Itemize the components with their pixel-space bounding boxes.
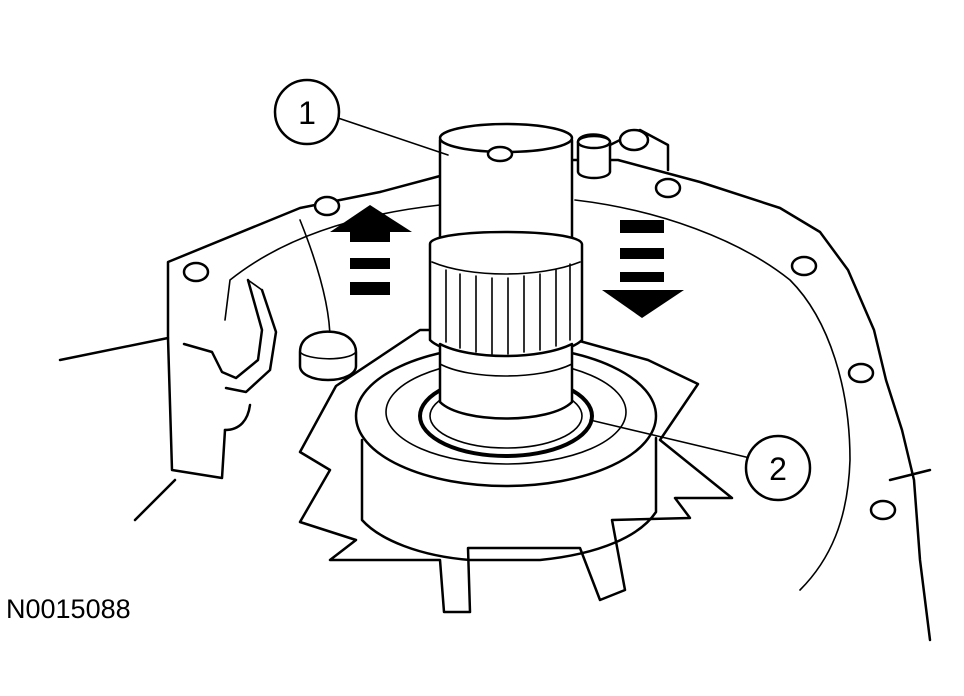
arrow-up-icon — [330, 205, 412, 295]
bracket — [182, 278, 278, 394]
bolt-hole — [182, 261, 210, 283]
callout-2: 2 — [744, 434, 812, 502]
callout-1-leader — [337, 117, 449, 156]
callout-1: 1 — [273, 78, 341, 146]
output-shaft — [428, 122, 584, 420]
callout-2-label: 2 — [769, 451, 787, 487]
dowel-pins — [298, 128, 650, 382]
bolt-hole — [869, 499, 897, 521]
bolt-holes — [182, 177, 897, 521]
callout-2-leader — [589, 419, 751, 459]
bolt-hole — [313, 195, 341, 217]
bolt-hole — [847, 362, 875, 384]
figure-id-label: N0015088 — [6, 594, 131, 624]
bolt-hole — [654, 177, 682, 199]
arrow-down-icon — [602, 220, 684, 318]
bolt-hole — [790, 255, 818, 277]
housing-flange — [58, 128, 932, 642]
callout-1-label: 1 — [298, 95, 316, 131]
